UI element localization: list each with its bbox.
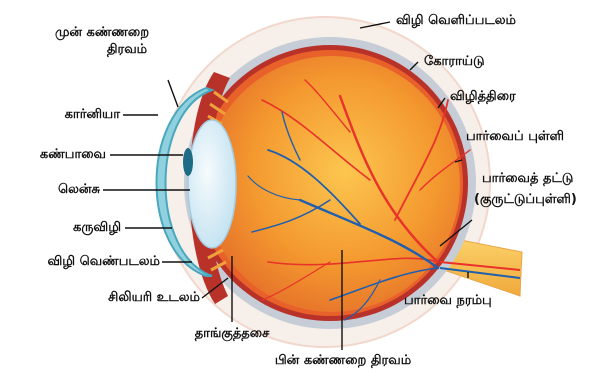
label-macula: பார்வைப் புள்ளி: [466, 128, 564, 145]
label-anterior-chamber-line2: திரவம்: [76, 41, 178, 58]
label-optic-disc: பார்வைத் தட்டு (குருட்டுப்புள்ளி): [474, 170, 577, 208]
label-optic-nerve: பார்வை நரம்பு: [404, 292, 492, 309]
label-ciliary-body: சிலியரி உடலம்: [50, 289, 200, 306]
label-zonules: தாங்குத்தசை: [170, 325, 294, 342]
vitreous-body: [204, 56, 460, 312]
label-anterior-chamber-line1: முன் கண்ணறை: [26, 24, 178, 41]
label-anterior-chamber: முன் கண்ணறை திரவம்: [26, 24, 178, 58]
label-choroid: கோராய்டு: [424, 53, 485, 70]
label-sclera-front: விழி வெண்படலம்: [4, 253, 160, 270]
pupil: [183, 148, 193, 176]
label-lens: லென்சு: [10, 181, 100, 198]
label-optic-disc-line2: (குருட்டுப்புள்ளி): [474, 191, 577, 208]
label-iris: கண்பாவை: [10, 146, 106, 163]
label-cornea: கார்னியா: [20, 106, 120, 123]
lens: [188, 120, 236, 248]
label-optic-disc-line1: பார்வைத் தட்டு: [482, 170, 577, 187]
label-sclera-outer: விழி வெளிப்படலம்: [396, 12, 516, 29]
label-retina: விழித்திரை: [450, 88, 516, 105]
label-pupil: கருவிழி: [10, 219, 121, 236]
label-vitreous: பின் கண்ணறை திரவம்: [250, 352, 436, 369]
